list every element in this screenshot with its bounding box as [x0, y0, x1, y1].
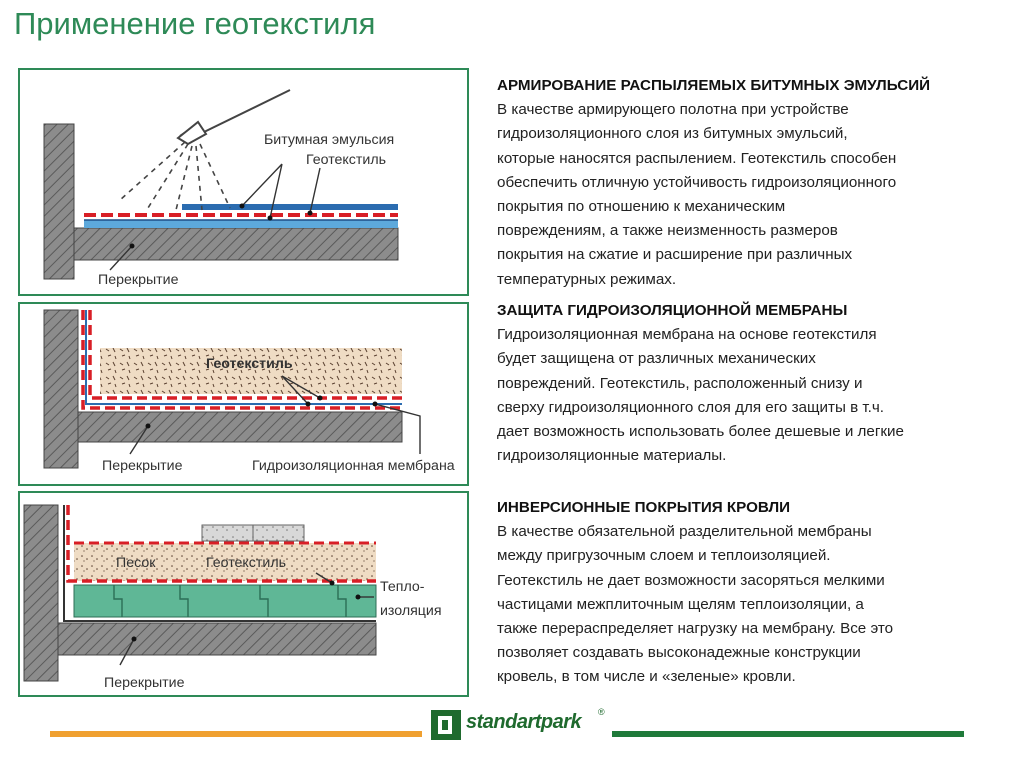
section-bitumen-emulsion: АРМИРОВАНИЕ РАСПЫЛЯЕМЫХ БИТУМНЫХ ЭМУЛЬСИ…	[497, 74, 1002, 292]
label-insulation-2: изоляция	[380, 603, 442, 619]
label-geotextile: Геотекстиль	[206, 356, 293, 372]
diagram-inversion-roof: Песок Геотекстиль Тепло- изоляция Перекр…	[18, 491, 469, 697]
section-line: между пригрузочным слоем и теплоизоляцие…	[497, 547, 831, 565]
section-inversion-roof: ИНВЕРСИОННЫЕ ПОКРЫТИЯ КРОВЛИ В качестве …	[497, 496, 1002, 690]
label-membrane: Гидроизоляционная мембрана	[252, 458, 455, 474]
label-sand: Песок	[116, 555, 156, 571]
section-heading: ИНВЕРСИОННЫЕ ПОКРЫТИЯ КРОВЛИ	[497, 499, 791, 516]
section-heading: АРМИРОВАНИЕ РАСПЫЛЯЕМЫХ БИТУМНЫХ ЭМУЛЬСИ…	[497, 77, 931, 94]
diagram-bitumen-emulsion: Битумная эмульсия Геотекстиль Перекрытие	[18, 68, 469, 296]
section-line: гидроизоляционные материалы.	[497, 447, 727, 465]
section-membrane-protection: ЗАЩИТА ГИДРОИЗОЛЯЦИОННОЙ МЕМБРАНЫ Гидрои…	[497, 299, 1002, 468]
label-geotextile: Геотекстиль	[206, 555, 286, 571]
logo-reg: ®	[598, 707, 605, 717]
label-insulation-1: Тепло-	[380, 579, 425, 595]
insulation-layer	[73, 584, 377, 618]
section-line: сверху гидроизоляционного слоя для его з…	[497, 398, 884, 416]
section-line: дает возможность использовать более деше…	[497, 423, 904, 441]
footer-line-orange	[50, 731, 422, 737]
emulsion-layer	[182, 204, 398, 210]
footer-line-green	[612, 731, 964, 737]
section-line: повреждений. Геотекстиль, расположенный …	[497, 374, 863, 392]
label-bitumen-emulsion: Битумная эмульсия	[264, 132, 394, 148]
section-line: покрытия по отношению к механическим	[497, 198, 786, 216]
section-heading: ЗАЩИТА ГИДРОИЗОЛЯЦИОННОЙ МЕМБРАНЫ	[497, 302, 848, 319]
section-line: гидроизоляционного слоя из битумных эмул…	[497, 125, 848, 143]
logo-icon	[431, 710, 461, 740]
section-line: также перераспределяет нагрузку на мембр…	[497, 620, 894, 638]
logo-text: standartpark	[466, 711, 582, 733]
section-line: кровель, в том числе и «зеленые» кровли.	[497, 668, 796, 686]
brand-logo: standartpark ®	[430, 707, 612, 743]
label-slab: Перекрытие	[102, 458, 183, 474]
label-geotextile: Геотекстиль	[306, 152, 386, 168]
section-line: которые наносятся распылением. Геотексти…	[497, 149, 897, 167]
section-line: покрытия на сжатие и расширение при разл…	[497, 246, 853, 264]
sand-layer	[74, 543, 376, 581]
sand-layer	[100, 348, 402, 394]
label-slab: Перекрытие	[104, 675, 185, 691]
section-line: частицами межплиточным щелям теплоизоляц…	[497, 595, 864, 613]
section-line: В качестве армирующего полотна при устро…	[497, 101, 849, 119]
label-slab: Перекрытие	[98, 272, 179, 288]
page-title: Применение геотекстиля	[14, 6, 376, 41]
section-line: температурных режимах.	[497, 270, 677, 288]
section-line: будет защищена от различных механических	[497, 350, 816, 368]
section-line: Гидроизоляционная мембрана на основе гео…	[497, 326, 877, 344]
section-line: В качестве обязательной разделительной м…	[497, 523, 872, 541]
diagram-membrane-protection: Геотекстиль Перекрытие Гидроизоляционная…	[18, 302, 469, 486]
section-line: повреждениям, а также неизменность разме…	[497, 222, 838, 240]
section-line: Геотекстиль не дает возможности засорять…	[497, 571, 885, 589]
section-line: обеспечить отличную устойчивость гидроиз…	[497, 173, 897, 191]
section-line: позволяет создавать высоконадежные конст…	[497, 644, 861, 662]
slab	[43, 123, 75, 280]
